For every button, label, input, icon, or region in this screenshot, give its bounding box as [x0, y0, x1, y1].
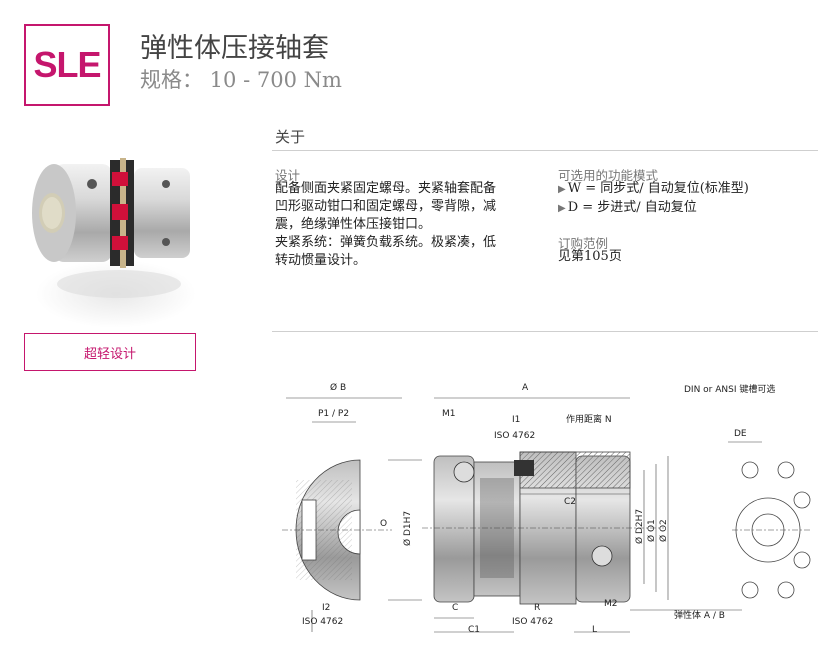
mode-item: ▶D = 步进式/ 自动复位: [558, 200, 697, 215]
label-o1: Ø O1: [646, 519, 657, 542]
logo-text: SLE: [33, 44, 101, 85]
label-m1: M1: [442, 409, 456, 419]
triangle-icon: ▶: [558, 184, 566, 195]
design-text: 配备侧面夹紧固定螺母。夹紧轴套配备 凹形驱动钳口和固定螺母，零背隙，减 震，绝缘…: [275, 180, 535, 270]
label-din: DIN or ANSI 键槽可选: [684, 383, 775, 395]
order-label: 订购范例: [558, 236, 609, 251]
product-photo: [24, 124, 196, 332]
design-line: 凹形驱动钳口和固定螺母，零背隙，减: [275, 199, 497, 214]
label-c2: C2: [564, 497, 576, 507]
label-o: O: [380, 519, 387, 529]
about-heading: 关于: [275, 128, 306, 146]
label-distance: 作用距离 N: [566, 413, 612, 425]
design-line: 夹紧系统：弹簧负载系统。极紧凑，低: [275, 235, 497, 250]
design-line: 转动惯量设计。: [275, 253, 367, 268]
triangle-icon: ▶: [558, 203, 566, 214]
label-c1: C1: [468, 625, 480, 635]
modes-label: 可选用的功能模式: [558, 168, 659, 183]
divider-bottom: [272, 331, 818, 332]
label-c: C: [452, 603, 458, 613]
label-l: L: [592, 625, 597, 635]
label-d1: Ø D1H7: [402, 511, 413, 546]
label-iso-top: ISO 4762: [494, 431, 535, 441]
mode-item: ▶W = 同步式/ 自动复位(标准型): [558, 181, 749, 196]
label-i1: I1: [512, 415, 520, 425]
divider-top: [272, 150, 818, 151]
label-i2: I2: [322, 603, 330, 613]
label-elastomer: 弹性体 A / B: [674, 609, 725, 621]
label-d2: Ø D2H7: [634, 509, 645, 544]
label-phi-b: Ø B: [330, 382, 346, 393]
label-iso-left: ISO 4762: [302, 617, 343, 627]
technical-drawing: Ø B A P1 / P2 M1 I1 ISO 4762 作用距离 N DIN …: [282, 382, 812, 635]
page-subtitle: 规格： 10 - 700 Nm: [140, 68, 342, 92]
design-line: 震，绝缘弹性体压接钳口。: [275, 217, 432, 232]
design-label: 设计: [275, 168, 301, 183]
label-o2: Ø O2: [658, 519, 669, 542]
label-de: DE: [734, 429, 747, 439]
label-r: R: [534, 603, 540, 613]
label-a: A: [522, 383, 529, 393]
elastomer-star: [728, 441, 812, 599]
sle-logo: SLE: [24, 24, 110, 106]
label-m2: M2: [604, 599, 618, 609]
end-view-left: [282, 397, 402, 632]
order-text: 见第105页: [558, 249, 622, 264]
label-iso-bottom: ISO 4762: [512, 617, 553, 627]
ultralight-design-button[interactable]: 超轻设计: [24, 333, 196, 371]
page-title: 弹性体压接轴套: [140, 33, 329, 64]
design-line: 配备侧面夹紧固定螺母。夹紧轴套配备: [275, 181, 497, 196]
modes-list: ▶W = 同步式/ 自动复位(标准型) ▶D = 步进式/ 自动复位: [558, 180, 749, 218]
label-p: P1 / P2: [318, 409, 349, 419]
main-assembly: [388, 397, 742, 633]
